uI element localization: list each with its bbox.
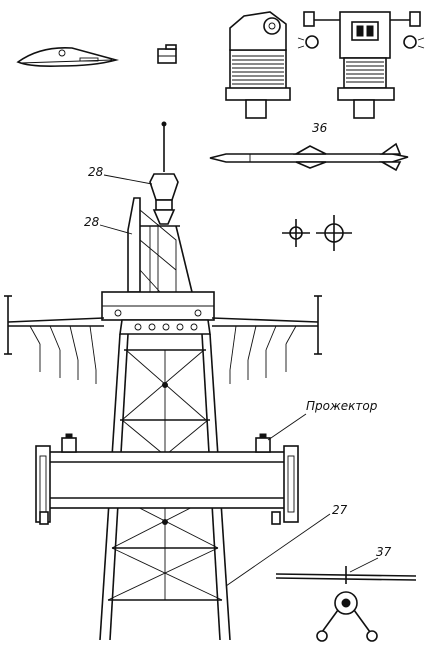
pod-side-view	[16, 46, 120, 67]
label-top-assembly: 36	[312, 121, 328, 135]
rotor-icon	[275, 566, 417, 642]
crosshair-icon	[282, 219, 310, 247]
launcher-unit-front	[297, 11, 425, 119]
right-boom	[211, 295, 322, 384]
sensor-frame	[127, 197, 193, 293]
sensor-mast	[149, 121, 179, 225]
label-rotor-craft: 37	[376, 545, 392, 559]
label-sensor-frame: 28	[84, 215, 100, 229]
label-sensor-mast: 28	[88, 165, 104, 179]
launcher-unit-side	[225, 11, 291, 119]
label-tower: 27	[332, 503, 348, 517]
platform	[101, 291, 215, 321]
crosshair-icon	[316, 215, 352, 251]
left-boom	[4, 295, 105, 384]
missile-icon	[209, 142, 409, 172]
label-searchlight: Прожектор	[306, 399, 378, 413]
searchlight-left	[61, 433, 77, 453]
searchlight-right	[255, 433, 271, 453]
crossbeam	[35, 445, 299, 525]
small-bracket	[157, 44, 177, 64]
